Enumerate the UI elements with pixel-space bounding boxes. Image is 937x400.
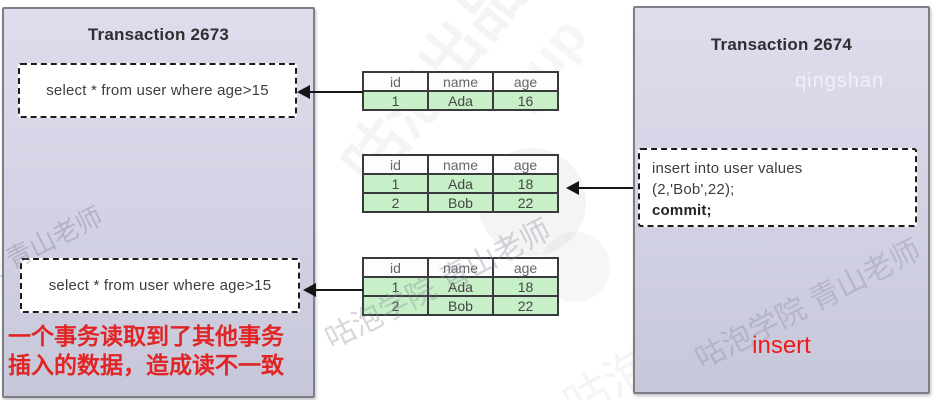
- insert-statement-box: insert into user values (2,'Bob',22); co…: [638, 148, 917, 227]
- note-line-1: 一个事务读取到了其他事务: [8, 323, 284, 349]
- cell-id: 1: [362, 173, 429, 194]
- arrow-left-icon: [566, 181, 579, 195]
- cell-name: Ada: [427, 90, 494, 111]
- arrow-left-icon: [303, 283, 316, 297]
- table-row: 1 Ada 18: [362, 173, 559, 194]
- header-cell-age: age: [492, 71, 559, 92]
- table-row: 2 Bob 22: [362, 295, 559, 316]
- table-row: 1 Ada 16: [362, 90, 559, 111]
- cell-age: 18: [492, 276, 559, 297]
- result-table-1: id name age 1 Ada 16: [362, 71, 559, 111]
- header-cell-name: name: [427, 154, 494, 175]
- result-table-3: id name age 1 Ada 18 2 Bob 22: [362, 257, 559, 316]
- table-header-row: id name age: [362, 71, 559, 92]
- header-cell-id: id: [362, 154, 429, 175]
- arrow-table3-to-select2: [303, 283, 363, 297]
- cell-name: Ada: [427, 276, 494, 297]
- insert-statement-line-1: insert into user values: [652, 160, 803, 177]
- transaction-2674-title: Transaction 2674: [710, 35, 853, 54]
- table-row: 1 Ada 18: [362, 276, 559, 297]
- commit-statement-line: commit;: [652, 202, 712, 219]
- header-cell-age: age: [492, 257, 559, 278]
- select-query-text-2: select * from user where age>15: [48, 277, 272, 294]
- arrow-table1-to-select1: [297, 85, 363, 99]
- arrow-line: [579, 187, 633, 189]
- select-query-box-2: select * from user where age>15: [20, 258, 300, 313]
- table-header-row: id name age: [362, 257, 559, 278]
- arrow-line: [316, 289, 363, 291]
- watermark-qingshan: qingshan: [795, 70, 885, 92]
- cell-age: 22: [492, 192, 559, 213]
- transaction-2673-title: Transaction 2673: [87, 25, 230, 44]
- header-cell-id: id: [362, 257, 429, 278]
- insert-label: insert: [752, 332, 811, 359]
- table-row: 2 Bob 22: [362, 192, 559, 213]
- cell-id: 1: [362, 276, 429, 297]
- header-cell-name: name: [427, 257, 494, 278]
- table-header-row: id name age: [362, 154, 559, 175]
- cell-age: 22: [492, 295, 559, 316]
- select-query-box-1: select * from user where age>15: [18, 63, 297, 118]
- note-line-2: 插入的数据，造成读不一致: [8, 352, 284, 378]
- insert-statement-line-2: (2,'Bob',22);: [652, 181, 735, 198]
- phantom-read-note: 一个事务读取到了其他事务 插入的数据，造成读不一致: [8, 322, 310, 380]
- header-cell-age: age: [492, 154, 559, 175]
- transaction-2674-panel: Transaction 2674 qingshan insert into us…: [633, 6, 930, 394]
- arrow-insert-to-table2: [566, 181, 633, 195]
- header-cell-id: id: [362, 71, 429, 92]
- cell-age: 16: [492, 90, 559, 111]
- select-query-text-1: select * from user where age>15: [46, 82, 269, 99]
- result-table-2: id name age 1 Ada 18 2 Bob 22: [362, 154, 559, 213]
- header-cell-name: name: [427, 71, 494, 92]
- arrow-line: [310, 91, 363, 93]
- arrow-left-icon: [297, 85, 310, 99]
- cell-name: Ada: [427, 173, 494, 194]
- cell-age: 18: [492, 173, 559, 194]
- cell-name: Bob: [427, 295, 494, 316]
- cell-name: Bob: [427, 192, 494, 213]
- cell-id: 1: [362, 90, 429, 111]
- cell-id: 2: [362, 295, 429, 316]
- transaction-2673-panel: Transaction 2673 select * from user wher…: [2, 7, 315, 398]
- cell-id: 2: [362, 192, 429, 213]
